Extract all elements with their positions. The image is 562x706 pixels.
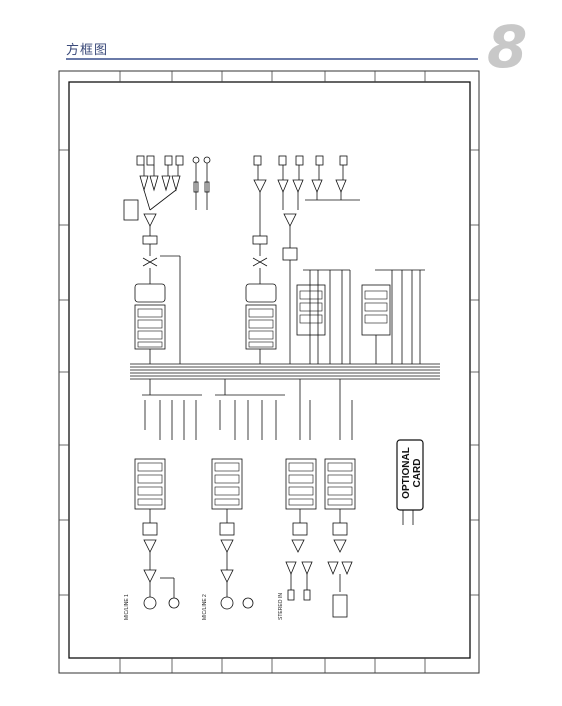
output-section-left <box>123 155 211 364</box>
mixer-blocks-bottom <box>137 462 353 506</box>
channel-label-a: MIC/LINE 1 <box>124 594 130 620</box>
channel-label-c: STEREO IN <box>278 593 284 620</box>
frame-outer <box>58 70 480 674</box>
optional-card-label-line1: OPTIONAL <box>401 447 412 499</box>
main-bus <box>130 363 440 380</box>
title-rule <box>66 58 478 60</box>
output-section-aux <box>277 155 425 364</box>
page-number: 8 <box>487 13 528 81</box>
frame-inner <box>68 81 471 659</box>
optional-card <box>396 439 424 525</box>
mixer-block-top-right <box>299 290 388 324</box>
page-title: 方框图 <box>66 43 109 58</box>
channel-label-b: MIC/LINE 2 <box>202 594 208 620</box>
frame-ticks <box>59 71 479 673</box>
input-channels <box>134 379 356 618</box>
output-section-middle <box>245 155 277 364</box>
mixer-block-top-left <box>137 308 163 348</box>
optional-card-label-line2: CARD <box>412 459 423 488</box>
mixer-block-top-middle <box>248 308 274 348</box>
